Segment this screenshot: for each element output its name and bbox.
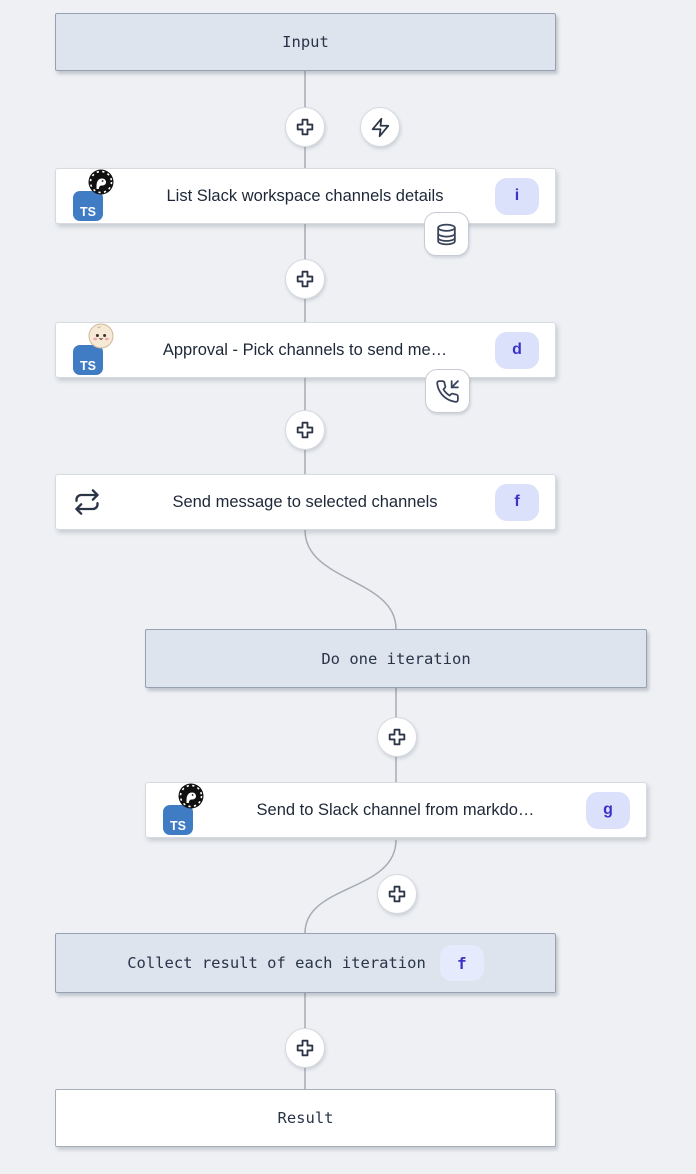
cache-indicator[interactable] xyxy=(424,212,469,256)
loop-iteration-label: Do one iteration xyxy=(321,649,471,668)
step-id-badge: i xyxy=(495,177,539,215)
step-type-icon xyxy=(73,488,115,516)
step-title: Send message to selected channels xyxy=(172,492,438,511)
flow-step-send-to-slack-channel[interactable]: TS Send to Slack channel from markdo… g xyxy=(145,782,647,838)
step-title: Send to Slack channel from markdo… xyxy=(256,800,535,819)
trigger-button[interactable] xyxy=(360,107,400,147)
insert-step-button[interactable] xyxy=(285,410,325,450)
typescript-icon: TS xyxy=(73,191,103,221)
step-language-icon: TS xyxy=(73,323,115,375)
step-title: Approval - Pick channels to send me… xyxy=(162,340,448,359)
flow-step-forloop-send-message[interactable]: Send message to selected channels f xyxy=(55,474,556,530)
insert-step-button[interactable] xyxy=(285,107,325,147)
database-icon xyxy=(437,223,456,245)
loop-collect-result-label: Collect result of each iteration xyxy=(127,954,426,972)
repeat-icon xyxy=(75,489,99,515)
step-id-badge: f xyxy=(439,945,484,981)
deno-icon xyxy=(88,169,114,195)
insert-step-button[interactable] xyxy=(285,1028,325,1068)
flow-result-box[interactable]: Result xyxy=(55,1089,556,1147)
flow-result-label: Result xyxy=(277,1109,334,1127)
step-title: List Slack workspace channels details xyxy=(166,186,444,205)
insert-step-button[interactable] xyxy=(377,717,417,757)
step-language-icon: TS xyxy=(73,169,115,221)
typescript-icon: TS xyxy=(73,345,103,375)
zap-icon xyxy=(371,117,389,137)
loop-iteration-header[interactable]: Do one iteration xyxy=(145,629,647,688)
step-id-badge: g xyxy=(586,791,630,829)
plus-icon xyxy=(388,728,406,746)
step-language-icon: TS xyxy=(163,783,205,835)
loop-collect-result-box[interactable]: Collect result of each iteration f xyxy=(55,933,556,993)
plus-icon xyxy=(388,885,406,903)
plus-icon xyxy=(296,1039,314,1057)
flow-step-approval-pick-channels[interactable]: TS Approval - Pick channels to send me… … xyxy=(55,322,556,378)
insert-step-button[interactable] xyxy=(285,259,325,299)
phone-incoming-icon xyxy=(436,379,459,403)
insert-step-button[interactable] xyxy=(377,874,417,914)
bun-icon xyxy=(88,323,114,349)
typescript-icon: TS xyxy=(163,805,193,835)
plus-icon xyxy=(296,421,314,439)
suspend-approval-indicator[interactable] xyxy=(425,369,470,413)
deno-icon xyxy=(178,783,204,809)
plus-icon xyxy=(296,118,314,136)
flow-step-list-slack-channels[interactable]: TS List Slack workspace channels details… xyxy=(55,168,556,224)
step-id-badge: f xyxy=(495,483,539,521)
step-id-badge: d xyxy=(495,331,539,369)
flow-input-box[interactable]: Input xyxy=(55,13,556,71)
plus-icon xyxy=(296,270,314,288)
flow-input-label: Input xyxy=(282,33,329,51)
